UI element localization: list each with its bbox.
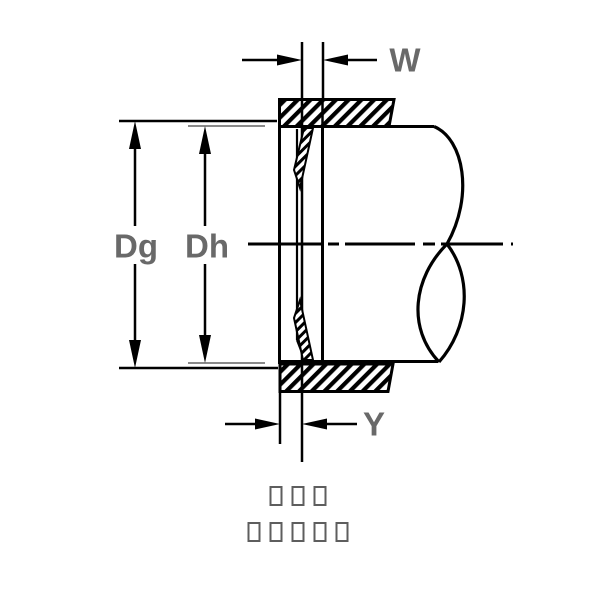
shaft-break-lens-right [437,243,466,364]
shaft-break-lens-left [416,242,449,364]
caption [247,486,349,542]
caption-line-1 [269,486,327,506]
caption-line-2 [247,522,349,542]
seal-lip-top [292,127,315,192]
dimension-label-dh: Dh [185,227,229,265]
shaft [279,125,466,364]
dimension-label-y: Y [362,405,386,443]
dimension-w [242,42,377,99]
dimension-dh [188,125,265,364]
housing-top-section [278,98,396,128]
missing-glyph-box [313,486,327,506]
missing-glyph-box [291,486,305,506]
seal-element [278,126,315,364]
missing-glyph-box [291,522,305,542]
missing-glyph-box [313,522,327,542]
dimension-label-w: W [389,41,421,79]
seal-lip-bottom [292,296,315,361]
missing-glyph-box [269,522,283,542]
housing-bottom-section [278,362,395,393]
missing-glyph-box [335,522,349,542]
missing-glyph-box [269,486,283,506]
dimension-label-dg: Dg [114,227,158,265]
dimension-y [225,392,357,444]
shaft-break-upper-curve [433,125,465,245]
missing-glyph-box [247,522,261,542]
dimension-dg [119,119,278,370]
